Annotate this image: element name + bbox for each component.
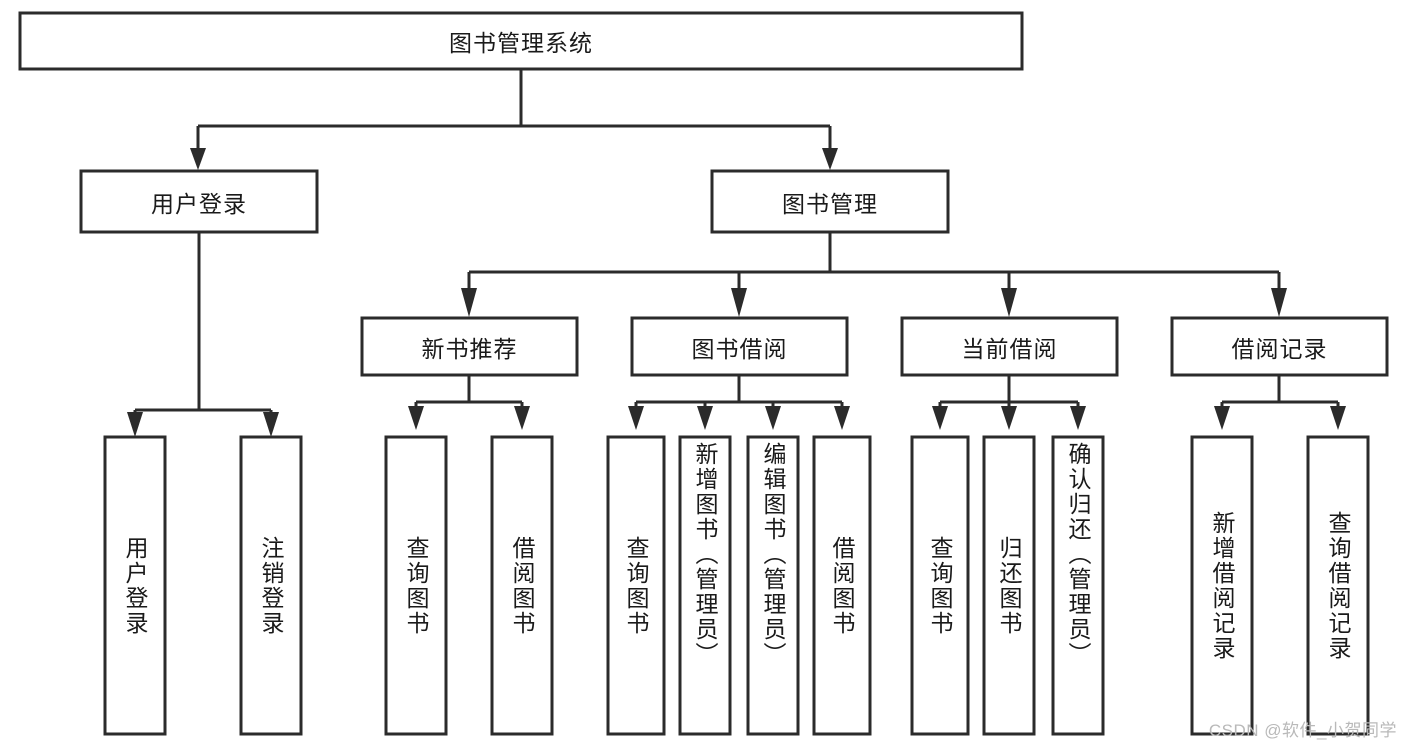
- arrowhead-bookborrow-leaf-1: [628, 406, 644, 430]
- leaf-query-book-current[interactable]: [910, 435, 970, 736]
- arrowhead-bookborrow-leaf-4: [834, 406, 850, 430]
- arrowhead-currentborrow-leaf-2: [1001, 406, 1017, 430]
- node-root-system[interactable]: [18, 11, 1024, 71]
- arrowhead-current-borrow: [1001, 288, 1017, 317]
- node-book-management[interactable]: [710, 169, 950, 234]
- arrowhead-leaf-user-login: [127, 412, 143, 437]
- leaf-borrow-book[interactable]: [812, 435, 872, 736]
- leaf-add-book-admin[interactable]: [678, 435, 732, 736]
- arrowhead-new-book-recommend: [461, 288, 477, 317]
- node-new-book-recommend[interactable]: [360, 316, 579, 377]
- watermark-text: CSDN @软件_小贺同学: [1208, 721, 1397, 740]
- leaf-borrow-book-recommend[interactable]: [490, 435, 554, 736]
- node-book-borrow[interactable]: [630, 316, 849, 377]
- arrowhead-leaf-logout: [263, 412, 279, 437]
- leaf-query-book-recommend[interactable]: [384, 435, 448, 736]
- arrowhead-user-login: [190, 148, 206, 170]
- leaf-return-book[interactable]: [982, 435, 1036, 736]
- arrowhead-currentborrow-leaf-3: [1070, 406, 1086, 430]
- leaf-edit-book-admin[interactable]: [746, 435, 800, 736]
- node-borrow-record[interactable]: [1170, 316, 1389, 377]
- arrowhead-book-borrow: [731, 288, 747, 317]
- arrowhead-newbook-leaf-2: [514, 406, 530, 430]
- leaf-user-login[interactable]: [103, 435, 167, 736]
- node-user-login[interactable]: [79, 169, 319, 234]
- arrowhead-bookborrow-leaf-2: [697, 406, 713, 430]
- arrowhead-book-mgmt: [822, 148, 838, 170]
- arrowhead-bookborrow-leaf-3: [765, 406, 781, 430]
- leaf-add-borrow-record[interactable]: [1190, 435, 1254, 736]
- node-current-borrow[interactable]: [900, 316, 1119, 377]
- arrowhead-newbook-leaf-1: [408, 406, 424, 430]
- arrowhead-borrowrecord-leaf-2: [1330, 406, 1346, 430]
- leaf-query-book-borrow[interactable]: [606, 435, 666, 736]
- arrowhead-borrow-record: [1271, 288, 1287, 317]
- leaf-query-borrow-record[interactable]: [1306, 435, 1370, 736]
- arrowhead-borrowrecord-leaf-1: [1214, 406, 1230, 430]
- leaf-confirm-return-admin[interactable]: [1051, 435, 1105, 736]
- arrowhead-currentborrow-leaf-1: [932, 406, 948, 430]
- leaf-logout[interactable]: [239, 435, 303, 736]
